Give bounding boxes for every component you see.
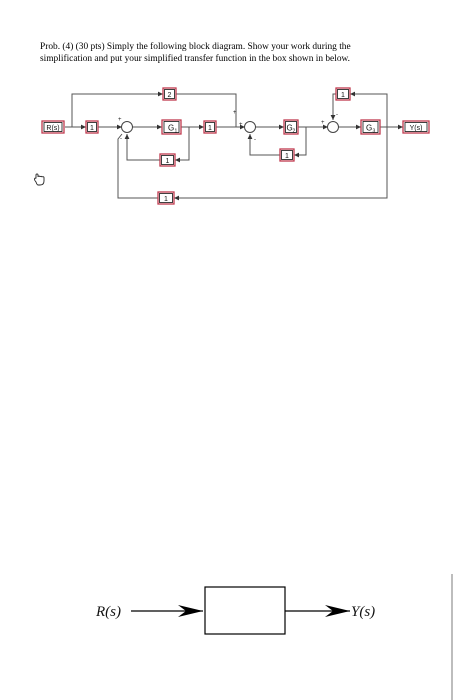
- problem-statement: Prob. (4) (30 pts) Simply the following …: [40, 42, 432, 65]
- answer-output-label: Y(s): [351, 604, 375, 620]
- sum3-sign-minus: -: [336, 112, 338, 118]
- sum2-sign-minus: -: [254, 137, 256, 143]
- sum2-sign-plus-left: +: [239, 122, 243, 128]
- g1-block: G 1: [161, 119, 182, 135]
- signal-wires: [65, 91, 403, 201]
- gain-1a-label: 1: [90, 125, 94, 132]
- feedback-block-g2: 1: [279, 148, 295, 162]
- g3-block: G 3: [360, 119, 381, 135]
- feedback-top-label: 1: [341, 92, 345, 99]
- summing-junction-1: + -: [118, 117, 133, 142]
- problem-line-1: Prob. (4) (30 pts) Simply the following …: [40, 42, 351, 52]
- feedback-g1-label: 1: [166, 158, 170, 165]
- sum3-sign-plus: +: [321, 120, 325, 126]
- answer-input-label: R(s): [95, 604, 121, 620]
- sum1-sign-plus: +: [118, 117, 122, 123]
- sum1-sign-minus: -: [120, 136, 122, 142]
- g2-subscript: 2: [293, 129, 296, 135]
- g2-block: G 2: [283, 119, 299, 135]
- feedback-block-g1: 1: [159, 153, 176, 167]
- feedback-block-top: 1: [335, 87, 351, 101]
- output-block: Y(s): [402, 120, 430, 134]
- vertical-scrollbar[interactable]: [451, 574, 453, 700]
- problem-line-2: simplification and put your simplified t…: [40, 53, 351, 64]
- gain-block-1a: 1: [85, 120, 99, 134]
- answer-box[interactable]: [204, 586, 286, 635]
- summing-junction-3: + -: [321, 112, 339, 133]
- feedback-block-outer: 1: [157, 191, 175, 205]
- gain-1b-label: 1: [208, 125, 212, 132]
- g2-label: G: [287, 124, 293, 133]
- gain-2-label: 2: [168, 92, 172, 99]
- feedback-g2-label: 1: [285, 153, 289, 160]
- g1-subscript: 1: [175, 129, 178, 135]
- feedback-outer-label: 1: [164, 196, 168, 203]
- summing-junction-2: + + -: [233, 110, 256, 143]
- gain-block-1b: 1: [203, 120, 217, 134]
- hand-cursor-icon: [34, 173, 45, 186]
- g1-label: G: [168, 124, 174, 133]
- block-diagram: R(s) 1 2 G 1 1 1: [41, 87, 430, 205]
- g3-subscript: 3: [373, 129, 376, 135]
- gain-block-2: 2: [162, 87, 177, 101]
- answer-section: R(s) Y(s): [95, 586, 375, 635]
- input-block: R(s): [41, 120, 65, 134]
- output-block-label: Y(s): [410, 125, 423, 132]
- g3-label: G: [366, 124, 372, 133]
- sum2-sign-plus-top: +: [233, 110, 237, 116]
- input-block-label: R(s): [46, 125, 59, 132]
